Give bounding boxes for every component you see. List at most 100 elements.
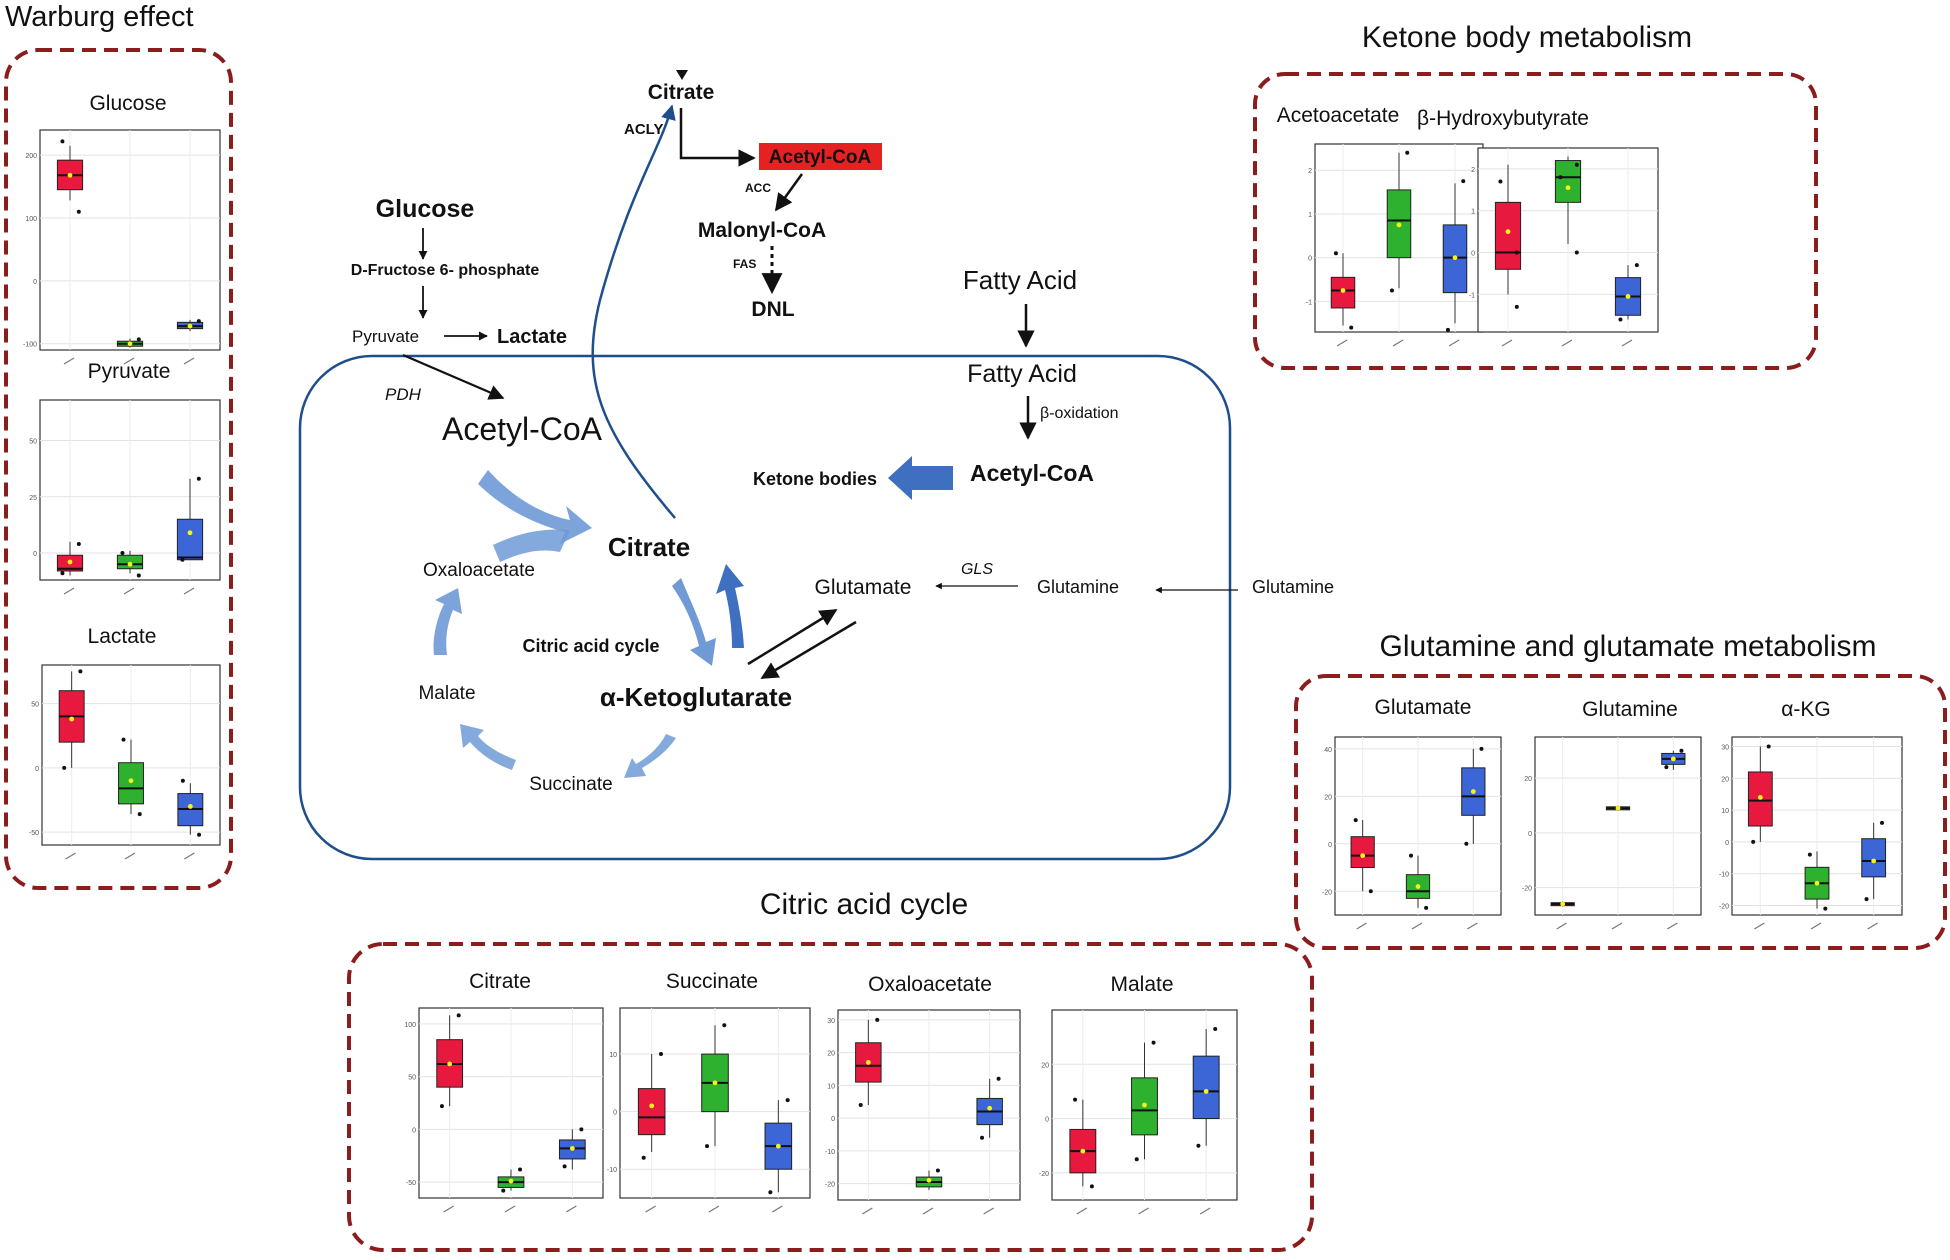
tca-arrow-citrate-akg [672,578,716,666]
tca-arrow-oxaloacetate-citrate [493,529,570,562]
data-point [1634,263,1639,268]
data-point [1353,818,1358,823]
box [637,1088,666,1136]
tick-label: 0 [1471,251,1475,258]
mean-marker [1396,222,1402,228]
tca-arrow-akg-citrate [716,564,744,648]
tick-label: -10 [607,1167,617,1174]
data-point [1464,841,1469,846]
tick-label: 2 [1308,168,1312,175]
mean-marker [1615,805,1621,811]
x-tick-mark [1867,922,1878,930]
chart-title: Glutamine [1582,698,1678,721]
tick-label: 0 [35,766,39,773]
mean-marker [1871,858,1877,864]
box [118,762,144,805]
x-tick-mark [124,852,136,860]
data-point [722,1023,727,1028]
x-tick-mark [183,357,195,365]
data-point [196,476,201,481]
mean-marker [1814,880,1820,886]
gls-label: GLS [961,561,993,578]
ketogenesis-arrow [888,456,953,500]
tick-label: -50 [29,830,39,837]
tick-label: 0 [1725,840,1729,847]
mean-marker [187,804,193,809]
x-tick-mark [1621,339,1633,347]
data-point [1196,1143,1201,1148]
data-point [501,1188,506,1193]
data-point [785,1098,790,1103]
tick-label: 50 [31,702,39,709]
x-tick-mark [1336,339,1348,347]
tick-label: 0 [412,1127,416,1134]
mitochondrion-outline [298,354,1232,861]
mean-marker [187,323,193,329]
data-point [137,812,142,817]
glutamate-to-akg-arrow [760,620,857,680]
data-point [1879,820,1884,825]
data-point [1498,179,1503,184]
tick-label: 0 [1528,831,1532,838]
mean-marker [1203,1089,1209,1094]
x-tick-mark [1611,922,1623,930]
x-tick-mark [1356,922,1367,930]
data-point [1823,906,1828,911]
akg-to-glutamate-arrow [747,608,838,666]
data-point [62,765,67,770]
malonyl-coa-label: Malonyl-CoA [698,219,826,242]
tick-label: -1 [1469,292,1475,299]
x-tick-mark [1754,922,1765,930]
x-tick-mark [983,1207,994,1215]
data-point [1405,150,1410,155]
data-point [136,573,141,578]
tick-label: -20 [1719,903,1729,910]
data-point [1409,853,1414,858]
tick-label: 10 [609,1052,617,1059]
acetyl-coa-highlight-box [759,143,882,170]
data-point [1574,250,1579,255]
data-point [562,1164,567,1169]
tick-label: 20 [827,1051,835,1058]
data-point [1751,839,1756,844]
acly-label: ACLY [624,121,663,138]
tick-label: 0 [33,279,37,286]
x-tick-mark [65,852,76,860]
data-point [858,1103,863,1107]
data-point [180,778,185,783]
acetyl-coa-beta-label: Acetyl-CoA [970,460,1094,486]
tick-label: -100 [23,342,37,349]
tick-label: 50 [408,1075,416,1082]
pyruvate-label: Pyruvate [352,327,419,346]
citric-title: Citric acid cycle [760,888,968,921]
box [1861,838,1887,878]
data-point [579,1127,584,1132]
box [1554,160,1582,203]
tick-label: -20 [825,1182,835,1189]
tick-label: -10 [825,1149,835,1156]
data-point [1574,162,1579,167]
x-tick-mark [1810,922,1822,930]
fas-label: FAS [733,257,756,271]
x-tick-mark [63,587,75,595]
chart-title: β-Hydroxybutyrate [1417,107,1589,130]
data-point [1618,317,1623,322]
x-tick-mark [1501,339,1513,347]
mean-marker [1360,853,1366,859]
top-marker [676,70,688,80]
tick-label: 100 [25,216,37,223]
dnl-label: DNL [751,298,794,321]
tick-label: 30 [1721,745,1729,752]
data-point [1807,852,1812,857]
mean-marker [187,530,193,536]
mean-marker [67,559,73,565]
data-point [1679,748,1684,753]
x-tick-mark [443,1205,454,1213]
glutamine-inside-label: Glutamine [1037,577,1119,597]
ketone-panel [1253,72,1818,370]
tick-label: 2 [1471,167,1475,174]
